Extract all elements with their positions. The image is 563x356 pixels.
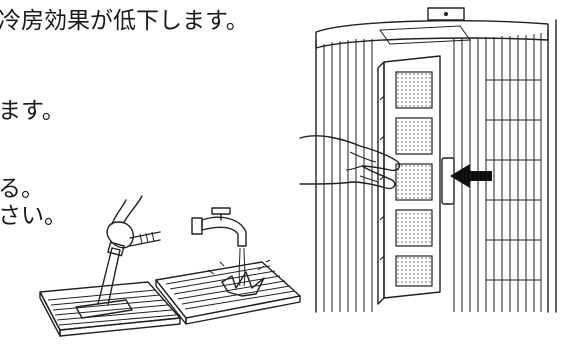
instruction-line-2: ます。 (0, 98, 65, 124)
vacuum-filter-icon (39, 195, 181, 337)
instruction-line-4: さい。 (0, 203, 67, 229)
ac-unit-filter-icon (299, 7, 557, 313)
instruction-line-3: る。 (0, 176, 44, 202)
instruction-line-cooling: 冷房効果が低下します。 (0, 8, 249, 34)
faucet-rinse-icon (155, 207, 301, 325)
arrow-left-icon (450, 164, 492, 188)
